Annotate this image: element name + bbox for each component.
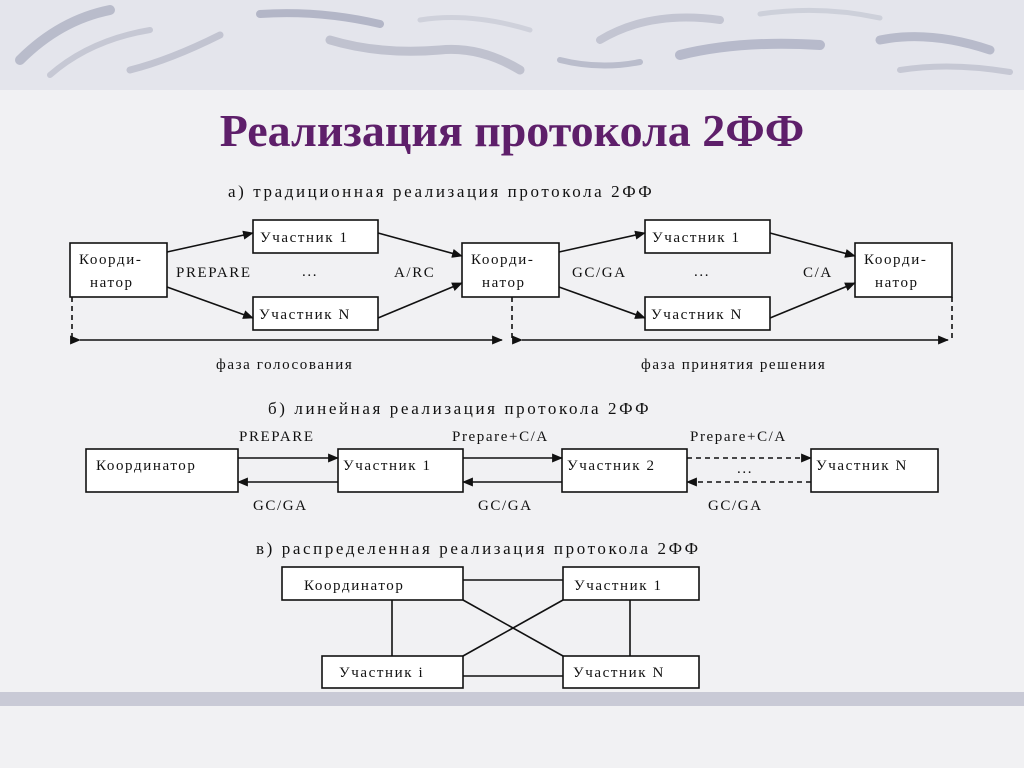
b-msg-prepare-ca-2: Prepare+C/A [690,429,787,445]
a-coordinator-middle-label-2: натор [482,275,526,291]
b-msg-gcga-3: GC/GA [708,498,763,514]
section-a-heading: а) традиционная реализация протокола 2ФФ [228,182,654,201]
a-coordinator-right-label-2: натор [875,275,919,291]
arrow-pn-to-coord3 [769,282,856,319]
c-coordinator-box [281,566,464,601]
a-msg-prepare: PREPARE [176,265,252,281]
b-participant-1-box [337,448,464,493]
slide-title: Реализация протокола 2ФФ [219,105,805,156]
section-a-boxes: Коорди- натор Участник 1 Участник N Коор… [69,219,953,331]
b-participant-2-label: Участник 2 [567,458,656,474]
a-participant-n-left-box [252,296,379,331]
arrow-coord2-to-p1 [558,230,646,253]
c-participant-i-box [321,655,464,689]
c-participant-n-label: Участник N [573,665,665,681]
a-msg-ca: C/A [803,265,833,281]
c-coordinator-label: Координатор [304,578,404,594]
arrow-p1-to-coord3 [769,232,856,258]
a-ellipsis-2: ... [694,264,710,280]
a-coordinator-middle-box [461,242,560,298]
a-participant-n-right-label: Участник N [651,307,743,323]
decorative-brush-strokes [15,5,1013,78]
arrow-coord-to-p1 [166,230,254,253]
a-coordinator-right-label-1: Коорди- [864,252,927,268]
b-msg-prepare: PREPARE [239,429,315,445]
section-c-links [391,579,631,677]
c-participant-1-box [562,566,700,601]
a-coordinator-right-box [854,242,953,298]
section-a-arrows [166,230,856,319]
a-participant-n-left-label: Участник N [259,307,351,323]
a-msg-gcga: GC/GA [572,265,627,281]
a-participant-1-right-box [644,219,771,254]
a-msg-arc: A/RC [394,265,435,281]
b-participant-2-box [561,448,688,493]
arrow-coord-to-pn [166,286,254,319]
c-participant-i-label: Участник i [339,665,424,681]
section-c-boxes: Координатор Участник 1 Участник i Участн… [281,566,700,689]
b-ellipsis: ... [737,461,753,477]
b-participant-n-box [810,448,939,493]
arrow-p1-to-coord [377,232,463,258]
section-c-heading: в) распределенная реализация протокола 2… [256,539,701,558]
arrow-pn-to-coord [377,282,463,319]
phase-decision-label: фаза принятия решения [641,357,826,373]
section-b-heading: б) линейная реализация протокола 2ФФ [268,399,651,418]
b-coordinator-box [85,448,239,493]
a-coordinator-left-label-2: натор [90,275,134,291]
b-msg-prepare-ca-1: Prepare+C/A [452,429,549,445]
c-participant-n-box [562,655,700,689]
b-participant-1-label: Участник 1 [343,458,432,474]
a-ellipsis-1: ... [302,264,318,280]
section-a-phase-markers [70,297,953,345]
a-coordinator-left-label-1: Коорди- [79,252,142,268]
b-participant-n-label: Участник N [816,458,908,474]
section-b-arrows [237,453,812,487]
a-participant-1-left-label: Участник 1 [260,230,349,246]
section-b-boxes: Координатор Участник 1 Участник 2 Участн… [85,448,939,493]
phase-voting-label: фаза голосования [216,357,353,373]
a-participant-1-right-label: Участник 1 [652,230,741,246]
a-coordinator-left-box [69,242,168,298]
b-msg-gcga-2: GC/GA [478,498,533,514]
c-participant-1-label: Участник 1 [574,578,663,594]
arrow-coord2-to-pn [558,286,646,319]
b-coordinator-label: Координатор [96,458,196,474]
bottom-stripe [0,692,1024,706]
b-msg-gcga-1: GC/GA [253,498,308,514]
a-coordinator-middle-label-1: Коорди- [471,252,534,268]
a-participant-n-right-box [644,296,771,331]
